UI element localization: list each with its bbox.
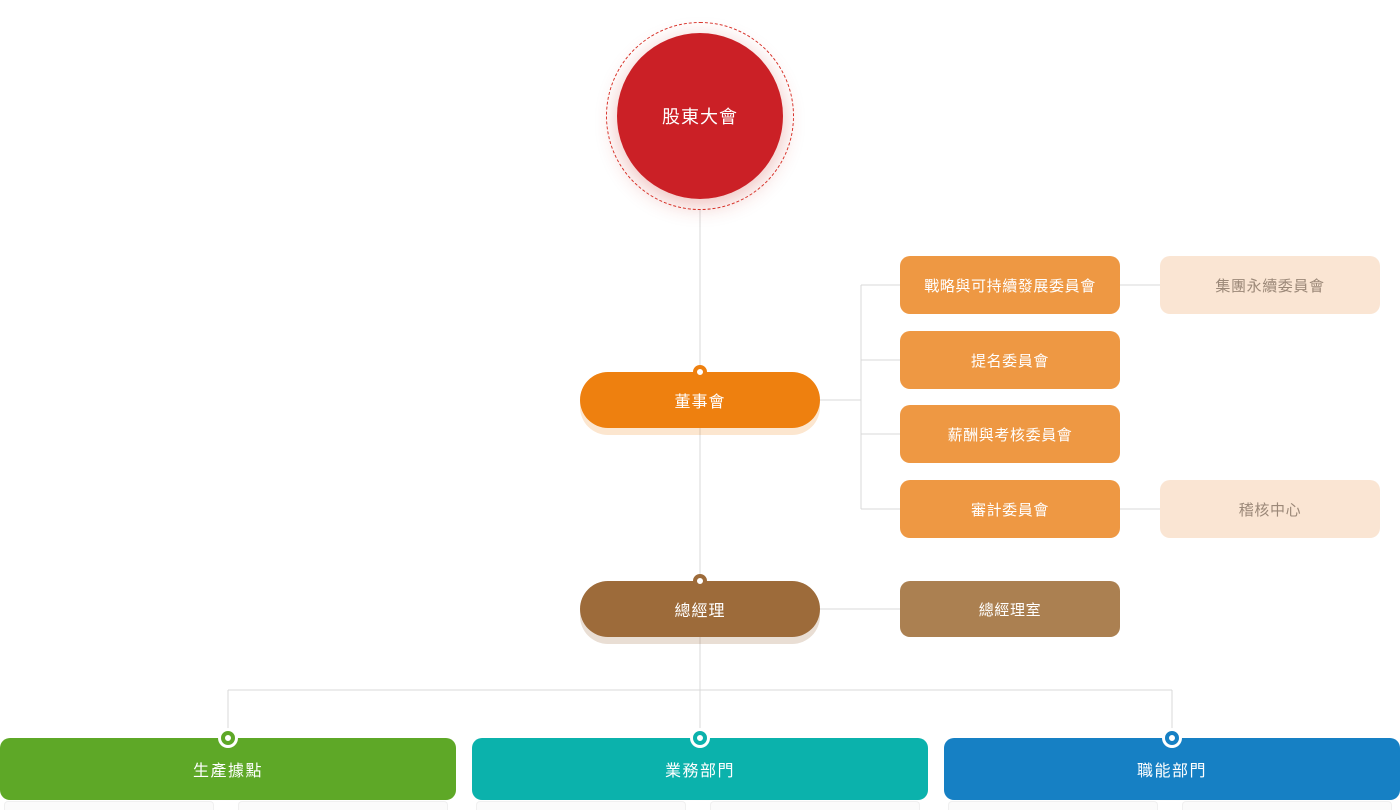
node-general-manager[interactable]: 總經理 (580, 581, 820, 637)
production-connector-knob (221, 731, 235, 745)
general-manager-office-label: 總經理室 (978, 601, 1042, 619)
shareholder-label: 股東大會 (662, 107, 738, 127)
ghost-card (1182, 801, 1392, 810)
node-board-of-directors[interactable]: 董事會 (580, 372, 820, 428)
node-committee-strategy-sustainability[interactable]: 戰略與可持續發展委員會 (900, 256, 1120, 314)
node-audit-center[interactable]: 稽核中心 (1160, 480, 1380, 538)
committee-label: 薪酬與考核委員會 (947, 426, 1073, 444)
division-label: 職能部門 (1136, 763, 1207, 780)
ghost-card (476, 801, 686, 810)
node-group-sustainability-committee[interactable]: 集團永續委員會 (1160, 256, 1380, 314)
ghost-card (948, 801, 1158, 810)
board-connector-knob (693, 365, 707, 379)
division-label: 業務部門 (664, 763, 735, 780)
general-manager-connector-knob (693, 574, 707, 588)
sales-connector-knob (693, 731, 707, 745)
sub-unit-label: 集團永續委員會 (1215, 277, 1325, 295)
committee-label: 審計委員會 (970, 501, 1049, 519)
node-committee-nomination[interactable]: 提名委員會 (900, 331, 1120, 389)
shareholder-dashed-ring (606, 22, 794, 210)
ghost-card (710, 801, 920, 810)
sub-unit-label: 稽核中心 (1238, 501, 1302, 519)
board-label: 董事會 (674, 394, 726, 411)
committee-label: 戰略與可持續發展委員會 (924, 277, 1096, 295)
node-division-sales[interactable]: 業務部門 (472, 738, 928, 800)
node-committee-remuneration-appraisal[interactable]: 薪酬與考核委員會 (900, 405, 1120, 463)
ghost-card (238, 801, 448, 810)
node-division-functional[interactable]: 職能部門 (944, 738, 1400, 800)
committee-label: 提名委員會 (970, 352, 1049, 370)
ghost-card (4, 801, 214, 810)
node-division-production-sites[interactable]: 生產據點 (0, 738, 456, 800)
node-shareholder-meeting[interactable]: 股東大會 (606, 22, 794, 210)
functional-connector-knob (1165, 731, 1179, 745)
node-general-manager-office[interactable]: 總經理室 (900, 581, 1120, 637)
general-manager-label: 總經理 (674, 603, 726, 620)
node-committee-audit[interactable]: 審計委員會 (900, 480, 1120, 538)
shareholder-circle: 股東大會 (617, 33, 783, 199)
division-label: 生產據點 (192, 763, 263, 780)
